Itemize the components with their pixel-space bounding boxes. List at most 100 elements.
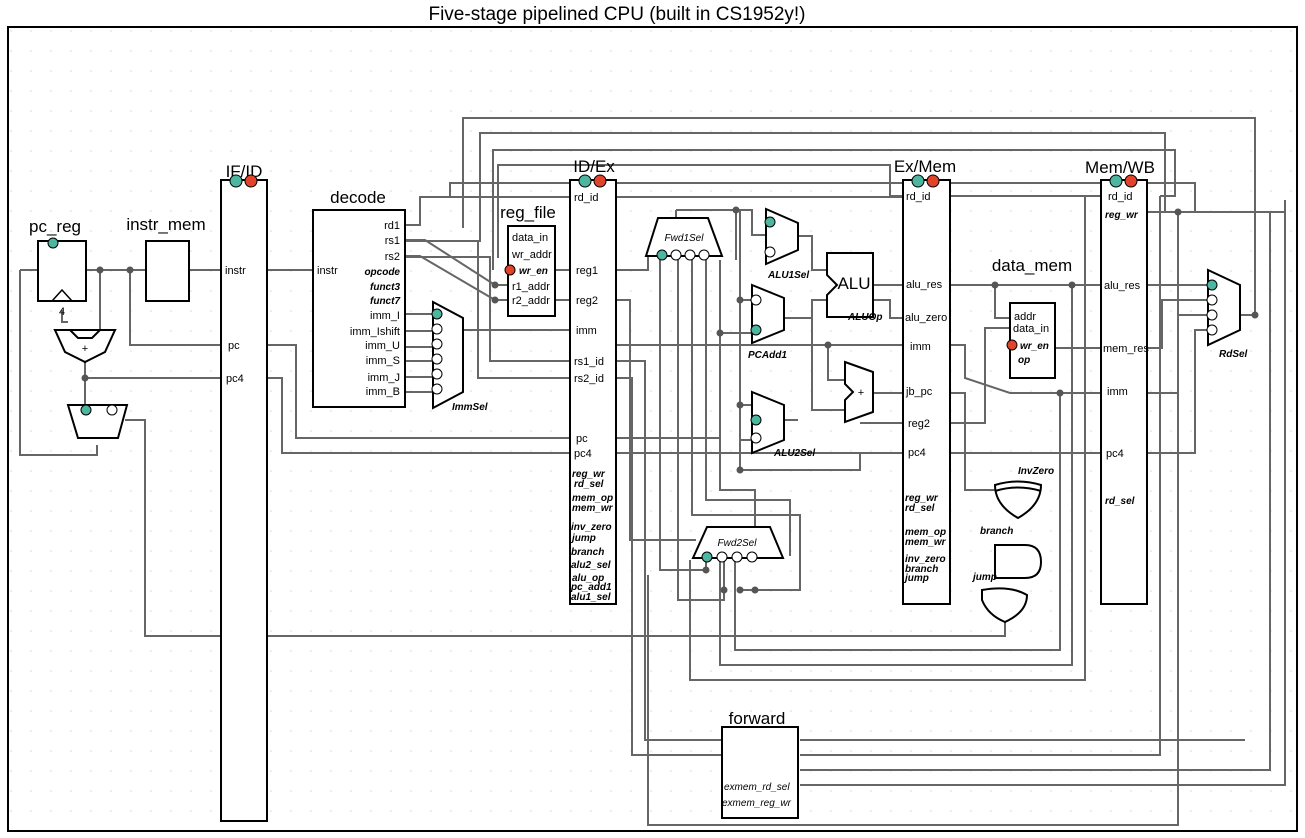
fwd2-sel-shape bbox=[691, 526, 785, 559]
ex-mem-flush-port bbox=[926, 174, 940, 188]
decode-out-imm-u: imm_U bbox=[365, 340, 400, 352]
ex-mem-ctrl-rd-sel: rd_sel bbox=[905, 503, 935, 514]
id-ex-pc: pc bbox=[576, 433, 588, 445]
decode-instr-label: instr bbox=[317, 265, 338, 277]
id-ex-imm: imm bbox=[576, 325, 597, 337]
instr-mem-box bbox=[145, 240, 190, 302]
ex-mem-ctrl-mem-op: mem_op bbox=[905, 527, 946, 538]
mem-wb-register: Mem/WB rd_id reg_wr alu_res mem_res imm … bbox=[1085, 158, 1155, 605]
id-ex-flush-port bbox=[593, 174, 607, 188]
decode-out-funct7: funct7 bbox=[370, 296, 400, 307]
ex-mem-alu-res: alu_res bbox=[906, 279, 943, 291]
branch-and-gate bbox=[994, 544, 1043, 579]
decode-box bbox=[312, 209, 406, 408]
data-mem-box bbox=[1009, 302, 1056, 379]
reg-file-block: reg_file data_in wr_addr wr_en r1_addr r… bbox=[500, 203, 556, 317]
imm-sel-mux: ImmSel bbox=[431, 300, 488, 413]
reg-file-wr-en-port bbox=[504, 264, 516, 276]
ex-mem-alu-zero: alu_zero bbox=[905, 312, 947, 324]
data-mem-block: data_mem addr data_in wr_en op bbox=[992, 256, 1072, 379]
alu-op-label: ALUOp bbox=[847, 312, 882, 323]
if-id-box bbox=[220, 179, 268, 822]
data-mem-data-in: data_in bbox=[1013, 323, 1049, 335]
ex-mem-rd-id: rd_id bbox=[906, 191, 930, 203]
mem-wb-rd-id: rd_id bbox=[1108, 191, 1132, 203]
inv-zero-gate bbox=[993, 480, 1043, 520]
id-ex-ctrl-pc-add1: pc_add1 bbox=[570, 582, 612, 593]
fwd1-sel-shape bbox=[644, 217, 724, 257]
ex-mem-ctrl-branch: branch bbox=[905, 564, 938, 575]
id-ex-reg2: reg2 bbox=[576, 295, 598, 307]
jump-gate-label: jump bbox=[971, 572, 997, 583]
decode-out-imm-b: imm_B bbox=[366, 386, 400, 398]
pc-mux-port-0 bbox=[80, 404, 92, 416]
decode-out-imm-ishift: imm_Ishift bbox=[350, 326, 400, 338]
ex-mem-ctrl-mem-wr: mem_wr bbox=[905, 537, 947, 548]
decode-out-funct3: funct3 bbox=[370, 282, 400, 293]
branch-adder: + bbox=[844, 360, 874, 424]
ex-mem-pc4: pc4 bbox=[908, 447, 926, 459]
decode-out-imm-i: imm_I bbox=[370, 310, 400, 322]
decode-out-imm-s: imm_S bbox=[366, 355, 400, 367]
data-mem-title: data_mem bbox=[992, 256, 1072, 275]
pc-reg-title: pc_reg bbox=[29, 217, 81, 236]
id-ex-stall-port bbox=[578, 174, 592, 188]
mem-wb-alu-res: alu_res bbox=[1104, 280, 1141, 292]
inv-zero-label: InvZero bbox=[1018, 466, 1054, 477]
mem-wb-box bbox=[1100, 179, 1148, 605]
ex-mem-ctrl-inv-zero: inv_zero bbox=[905, 554, 946, 565]
alu-title: ALU bbox=[837, 274, 870, 293]
decode-out-opcode: opcode bbox=[364, 267, 400, 278]
pcadd1-mux: PCAdd1 bbox=[748, 283, 787, 361]
rd-sel-mux: RdSel bbox=[1206, 268, 1248, 360]
ex-mem-title: Ex/Mem bbox=[894, 157, 956, 176]
instr-mem-title: instr_mem bbox=[126, 215, 205, 234]
id-ex-rd-id: rd_id bbox=[574, 192, 598, 204]
pc-adder-outline bbox=[53, 329, 117, 364]
id-ex-box bbox=[569, 179, 617, 605]
if-id-instr-label: instr bbox=[225, 265, 246, 277]
ex-mem-box bbox=[902, 179, 951, 605]
decode-title: decode bbox=[330, 188, 386, 207]
ex-mem-register: Ex/Mem rd_id alu_res alu_zero imm jb_pc … bbox=[894, 157, 956, 605]
reg-file-data-in: data_in bbox=[512, 232, 548, 244]
id-ex-pc4: pc4 bbox=[574, 448, 592, 460]
pc-reg-box bbox=[37, 240, 87, 302]
wire-junctions bbox=[81, 206, 1259, 594]
data-mem-wr-en-port bbox=[1006, 339, 1018, 351]
pc-reg-block: pc_reg 4 bbox=[29, 217, 87, 318]
decode-out-rs2: rs2 bbox=[385, 251, 400, 263]
id-ex-ctrl-alu-op: alu_op bbox=[572, 573, 604, 584]
forward-box bbox=[721, 726, 799, 819]
mem-wb-ctrl-rd-sel: rd_sel bbox=[1105, 496, 1135, 507]
branch-adder-plus: + bbox=[858, 387, 864, 399]
fwd2-sel-label: Fwd2Sel bbox=[718, 538, 758, 549]
if-id-stall-port bbox=[229, 174, 243, 188]
alu-block: ALU ALUOp bbox=[826, 252, 882, 323]
id-ex-ctrl-branch: branch bbox=[571, 547, 604, 558]
reg-file-wr-addr: wr_addr bbox=[511, 249, 552, 261]
mem-wb-imm: imm bbox=[1107, 386, 1128, 398]
pcadd1-label: PCAdd1 bbox=[748, 350, 787, 361]
id-ex-ctrl-alu1-sel: alu1_sel bbox=[571, 592, 611, 603]
pc-adder: + bbox=[53, 329, 117, 364]
reg-file-box bbox=[507, 225, 556, 317]
mem-wb-flush-port bbox=[1124, 174, 1138, 188]
id-ex-register: ID/Ex rd_id reg1 reg2 imm rs1_id rs2_id … bbox=[569, 157, 617, 605]
data-mem-addr: addr bbox=[1014, 311, 1036, 323]
mem-wb-title: Mem/WB bbox=[1085, 158, 1155, 177]
data-mem-op: op bbox=[1018, 355, 1030, 366]
if-id-flush-port bbox=[244, 174, 258, 188]
fwd1-sel-label: Fwd1Sel bbox=[665, 233, 705, 244]
ex-mem-stall-port bbox=[911, 174, 925, 188]
alu-shape bbox=[826, 252, 874, 318]
decode-out-imm-j: imm_J bbox=[368, 372, 400, 384]
id-ex-ctrl-mem-op: mem_op bbox=[572, 493, 613, 504]
if-id-pc4-label: pc4 bbox=[226, 373, 244, 385]
id-ex-ctrl-jump: jump bbox=[570, 533, 596, 544]
if-id-pc-label: pc bbox=[228, 340, 240, 352]
decode-out-rs1: rs1 bbox=[385, 235, 400, 247]
diagram-title: Five-stage pipelined CPU (built in CS195… bbox=[428, 4, 805, 25]
branch-gate-label: branch bbox=[980, 526, 1013, 537]
id-ex-ctrl-alu2-sel: alu2_sel bbox=[571, 560, 611, 571]
